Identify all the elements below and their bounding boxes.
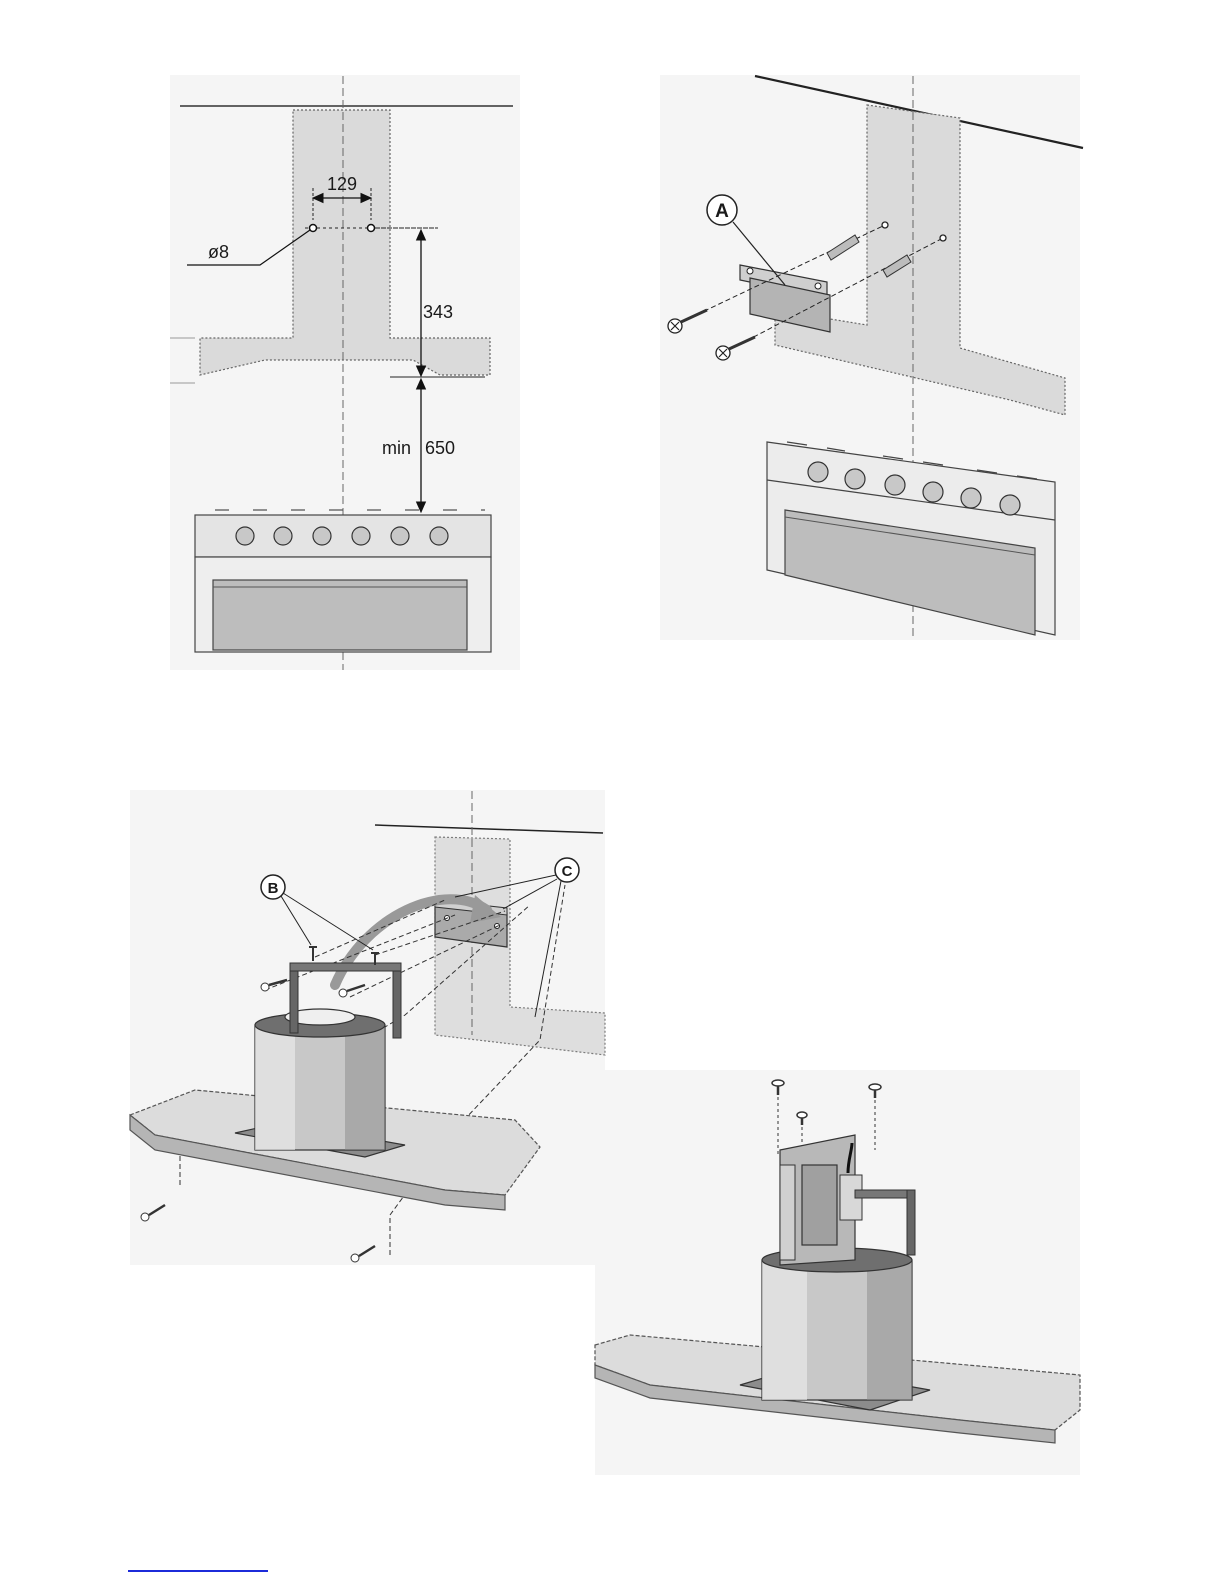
drill-hole — [882, 222, 888, 228]
drill-hole-left — [310, 225, 317, 232]
hole-diameter-label: ø8 — [208, 242, 229, 262]
drill-hole-right — [368, 225, 375, 232]
min-label: min — [382, 438, 411, 458]
figure-3-hood-mounting: B C — [125, 785, 610, 1270]
min-height-label: 650 — [425, 438, 455, 458]
hole-height-label: 343 — [423, 302, 453, 322]
figure-1-drilling-dimensions: 129 ø8 343 min 650 — [165, 70, 525, 675]
motor-unit — [740, 1248, 930, 1410]
figure-4-electronics-mounting — [590, 1065, 1085, 1480]
callout-c-label: C — [562, 863, 573, 880]
callout-b-label: B — [268, 880, 279, 897]
drill-hole — [940, 235, 946, 241]
footer-link-underline — [128, 1570, 268, 1572]
cooker — [195, 510, 491, 652]
figure-2-bracket-fixing: A — [655, 70, 1085, 645]
callout-a-label: A — [715, 201, 729, 222]
hole-spacing-label: 129 — [327, 174, 357, 194]
